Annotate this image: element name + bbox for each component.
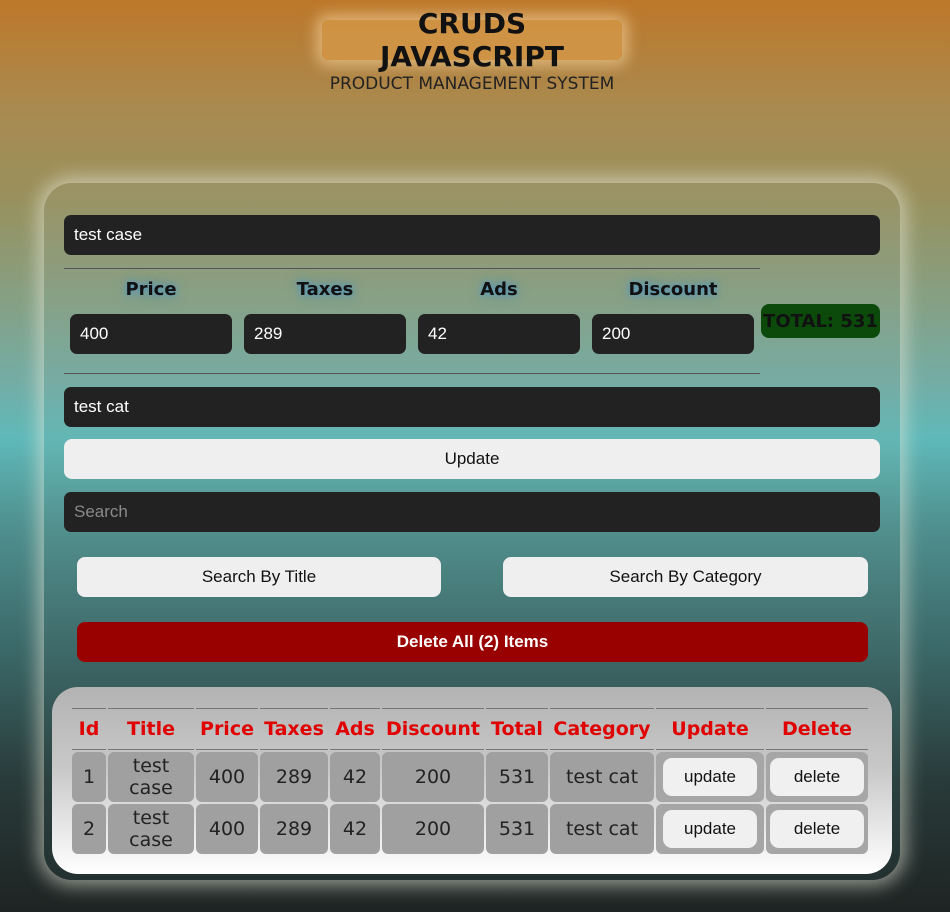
search-by-title-button[interactable]: Search By Title bbox=[77, 557, 441, 597]
title-input[interactable]: test case bbox=[64, 215, 880, 255]
cell-delete: delete bbox=[766, 804, 868, 854]
cell-category: test cat bbox=[550, 804, 654, 854]
cell-discount: 200 bbox=[382, 804, 484, 854]
cell-ads: 42 bbox=[330, 752, 380, 802]
search-input[interactable]: Search bbox=[64, 492, 880, 532]
cell-id: 1 bbox=[72, 752, 106, 802]
discount-label: Discount bbox=[628, 279, 718, 300]
row-update-button[interactable]: update bbox=[663, 758, 757, 796]
total-badge: TOTAL: 531 bbox=[761, 304, 880, 338]
table-header-row: Id Title Price Taxes Ads Discount Total … bbox=[72, 708, 868, 750]
header-delete: Delete bbox=[766, 708, 868, 750]
cell-discount: 200 bbox=[382, 752, 484, 802]
cell-title: test case bbox=[108, 804, 194, 854]
products-table: Id Title Price Taxes Ads Discount Total … bbox=[70, 706, 870, 856]
row-update-button[interactable]: update bbox=[663, 810, 757, 848]
header-category: Category bbox=[550, 708, 654, 750]
price-input[interactable]: 400 bbox=[70, 314, 232, 354]
cell-update: update bbox=[656, 752, 764, 802]
delete-all-button[interactable]: Delete All (2) Items bbox=[77, 622, 868, 662]
header-ads: Ads bbox=[330, 708, 380, 750]
header-title: Title bbox=[108, 708, 194, 750]
header-discount: Discount bbox=[382, 708, 484, 750]
cell-price: 400 bbox=[196, 804, 258, 854]
category-input[interactable]: test cat bbox=[64, 387, 880, 427]
page-title: CRUDS JAVASCRIPT bbox=[322, 7, 622, 73]
ads-input[interactable]: 42 bbox=[418, 314, 580, 354]
cell-total: 531 bbox=[486, 752, 548, 802]
search-by-category-button[interactable]: Search By Category bbox=[503, 557, 868, 597]
divider-top bbox=[64, 268, 760, 269]
cell-title: test case bbox=[108, 752, 194, 802]
cell-taxes: 289 bbox=[260, 804, 328, 854]
cell-delete: delete bbox=[766, 752, 868, 802]
table-row: 2 test case 400 289 42 200 531 test cat … bbox=[72, 804, 868, 854]
header-update: Update bbox=[656, 708, 764, 750]
page-subtitle: PRODUCT MANAGEMENT SYSTEM bbox=[329, 74, 615, 94]
divider-bottom bbox=[64, 373, 760, 374]
cell-category: test cat bbox=[550, 752, 654, 802]
cell-taxes: 289 bbox=[260, 752, 328, 802]
row-delete-button[interactable]: delete bbox=[770, 810, 864, 848]
header-taxes: Taxes bbox=[260, 708, 328, 750]
update-submit-button[interactable]: Update bbox=[64, 439, 880, 479]
cell-price: 400 bbox=[196, 752, 258, 802]
ads-label: Ads bbox=[480, 279, 518, 300]
header-id: Id bbox=[72, 708, 106, 750]
taxes-label: Taxes bbox=[296, 279, 354, 300]
cell-id: 2 bbox=[72, 804, 106, 854]
cell-ads: 42 bbox=[330, 804, 380, 854]
cell-total: 531 bbox=[486, 804, 548, 854]
row-delete-button[interactable]: delete bbox=[770, 758, 864, 796]
table-row: 1 test case 400 289 42 200 531 test cat … bbox=[72, 752, 868, 802]
header-price: Price bbox=[196, 708, 258, 750]
cell-update: update bbox=[656, 804, 764, 854]
taxes-input[interactable]: 289 bbox=[244, 314, 406, 354]
discount-input[interactable]: 200 bbox=[592, 314, 754, 354]
header-total: Total bbox=[486, 708, 548, 750]
price-label: Price bbox=[125, 279, 177, 300]
